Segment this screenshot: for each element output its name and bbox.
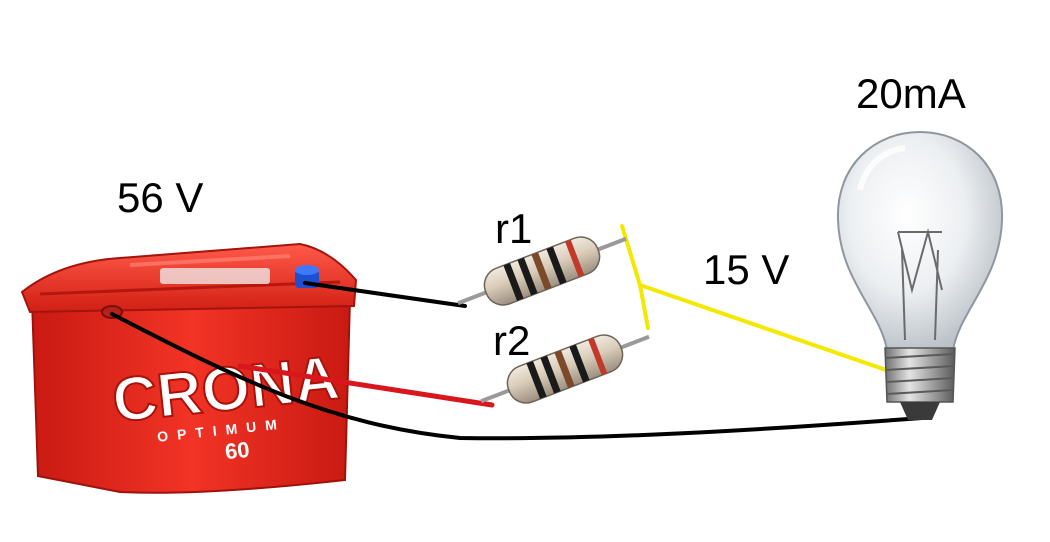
resistor-r2: [480, 334, 650, 404]
wire-yellow-junction: [620, 224, 650, 330]
battery: CRONA OPTIMUM 60: [20, 242, 358, 494]
wire-yellow-to-bulb: [638, 283, 920, 383]
resistor-r1-label: r1: [495, 205, 532, 252]
bulb-glass: [836, 130, 1004, 351]
wire-red-to-r2: [237, 363, 495, 408]
battery-voltage-label: 56 V: [117, 174, 203, 221]
battery-capacity: 60: [224, 437, 251, 464]
output-voltage-label: 15 V: [703, 246, 789, 293]
resistor-r2-label: r2: [493, 317, 530, 364]
bulb-base: [884, 347, 956, 403]
bulb-current-label: 20mA: [856, 70, 966, 117]
light-bulb: [836, 130, 1004, 420]
resistor-r1: [457, 236, 627, 306]
bulb-filament: [897, 228, 943, 341]
battery-body: [30, 296, 352, 494]
wire-positive-to-r1: [303, 281, 467, 308]
wire-negative-to-bulb: [110, 312, 924, 441]
